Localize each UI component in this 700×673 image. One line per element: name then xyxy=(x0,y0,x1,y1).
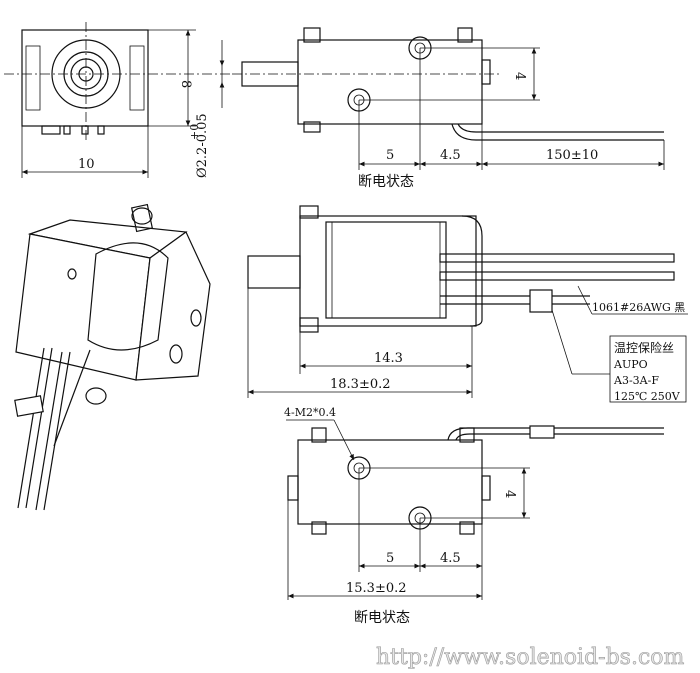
bottom-front-cap xyxy=(287,475,299,501)
iso-coil xyxy=(87,242,169,351)
dim-bottom-total: 15.3±0.2 xyxy=(346,581,407,596)
mid-frame xyxy=(299,215,477,327)
mid-coil xyxy=(325,221,447,319)
iso-fuse xyxy=(14,395,44,417)
isometric-view xyxy=(14,203,211,511)
dim-bottom-hole-pitch: 5 xyxy=(386,551,394,566)
front-terminal-3 xyxy=(81,125,89,135)
fuse-label-3: A3-3A-F xyxy=(613,374,659,387)
front-terminal-1 xyxy=(41,125,61,135)
iso-hole-2 xyxy=(169,344,183,364)
dim-top-height: 4 xyxy=(512,72,527,80)
mid-lead-1 xyxy=(439,253,675,263)
top-side-view: 5 4.5 150±10 4 断电状态 xyxy=(232,27,665,190)
front-terminal-4 xyxy=(97,125,105,135)
front-left-slot xyxy=(25,45,41,111)
dim-coil-length: 14.3 xyxy=(374,351,403,366)
bottom-lead-wire xyxy=(447,427,664,441)
iso-lead-1 xyxy=(17,347,45,509)
fuse-label-2: AUPO xyxy=(613,358,648,371)
fuse-label-4: 125℃ 250V xyxy=(614,390,681,403)
dim-height-8: 8 xyxy=(178,80,193,88)
dim-top-hole-offset: 4.5 xyxy=(440,148,461,163)
dim-top-lead: 150±10 xyxy=(546,148,598,163)
middle-view: 1061#26AWG 黑 温控保险丝 AUPO A3-3A-F 125℃ 250… xyxy=(247,205,688,403)
top-state-label: 断电状态 xyxy=(358,174,414,190)
dim-bottom-height: 4 xyxy=(502,490,517,498)
top-rear-cap xyxy=(481,59,491,85)
top-body xyxy=(297,39,483,125)
front-right-slot xyxy=(129,45,145,111)
bottom-view: 4-M2*0.4 5 4.5 15.3±0.2 4 断电状态 xyxy=(284,406,664,626)
dim-shaft-tol-upper: +0 xyxy=(188,124,201,140)
bottom-fuse xyxy=(529,425,555,439)
bottom-body xyxy=(297,439,483,525)
dim-width-10: 10 xyxy=(78,157,95,172)
iso-lead-2 xyxy=(35,351,63,511)
iso-plunger xyxy=(131,207,153,225)
top-tab-3 xyxy=(457,27,473,43)
mid-lead-2 xyxy=(439,271,675,281)
top-tab-1 xyxy=(303,27,321,43)
iso-front-face xyxy=(15,233,151,381)
mid-fuse xyxy=(529,289,553,313)
front-terminal-2 xyxy=(63,125,71,135)
bottom-rear-cap xyxy=(481,475,491,501)
dim-shaft-diameter: Ø2.2-0.05 xyxy=(195,113,210,178)
front-body-outline xyxy=(21,29,149,127)
bottom-state-label: 断电状态 xyxy=(354,610,410,626)
top-lead-wire xyxy=(457,123,664,133)
watermark: http://www.solenoid-bs.com xyxy=(376,645,685,670)
mid-plunger xyxy=(247,255,301,289)
iso-hole-1 xyxy=(85,387,107,405)
fuse-callout-box xyxy=(609,335,687,403)
iso-side-face xyxy=(135,231,211,381)
hole-label: 4-M2*0.4 xyxy=(284,406,336,419)
top-tab-2 xyxy=(303,121,321,133)
dim-bottom-hole-offset: 4.5 xyxy=(440,551,461,566)
dim-total-length: 18.3±0.2 xyxy=(330,377,391,392)
wire-label: 1061#26AWG 黑 xyxy=(592,301,685,314)
fuse-label-1: 温控保险丝 xyxy=(614,340,674,355)
dim-top-hole-pitch: 5 xyxy=(386,148,394,163)
front-view: 10 8 Ø2.2-0.05 +0 xyxy=(4,22,230,178)
